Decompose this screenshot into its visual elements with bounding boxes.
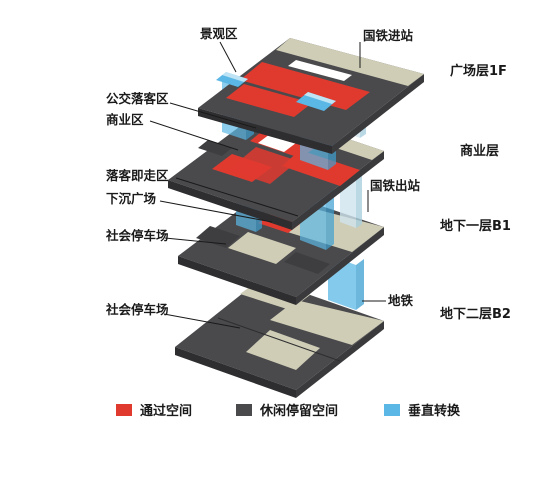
label-commercial: 商业区	[106, 112, 144, 127]
level-label-b2: 地下二层B2	[440, 306, 511, 322]
legend: 通过空间 休闲停留空间 垂直转换	[116, 403, 461, 419]
legend-swatch-vertical	[384, 404, 400, 416]
level-label-commercial: 商业层	[460, 143, 499, 159]
label-kiss-ride: 落客即走区	[106, 168, 169, 183]
label-bus-drop: 公交落客区	[106, 91, 169, 106]
label-sunken-plaza: 下沉广场	[106, 191, 156, 206]
legend-label-through: 通过空间	[140, 403, 192, 419]
label-rail-out: 国铁出站	[370, 178, 421, 193]
level-label-b1: 地下一层B1	[440, 218, 511, 234]
legend-swatch-leisure	[236, 404, 252, 416]
leader-lines	[149, 41, 386, 329]
legend-label-vertical: 垂直转换	[408, 403, 461, 419]
label-metro: 地铁	[388, 293, 414, 308]
label-parking-b2: 社会停车场	[105, 302, 169, 317]
label-rail-in: 国铁进站	[363, 28, 414, 43]
label-landscape: 景观区	[200, 26, 238, 41]
level-label-plaza: 广场层1F	[450, 63, 507, 79]
legend-swatch-through	[116, 404, 132, 416]
label-parking-b1: 社会停车场	[105, 228, 169, 243]
level-plaza-slab	[198, 38, 424, 154]
legend-label-leisure: 休闲停留空间	[259, 403, 338, 419]
